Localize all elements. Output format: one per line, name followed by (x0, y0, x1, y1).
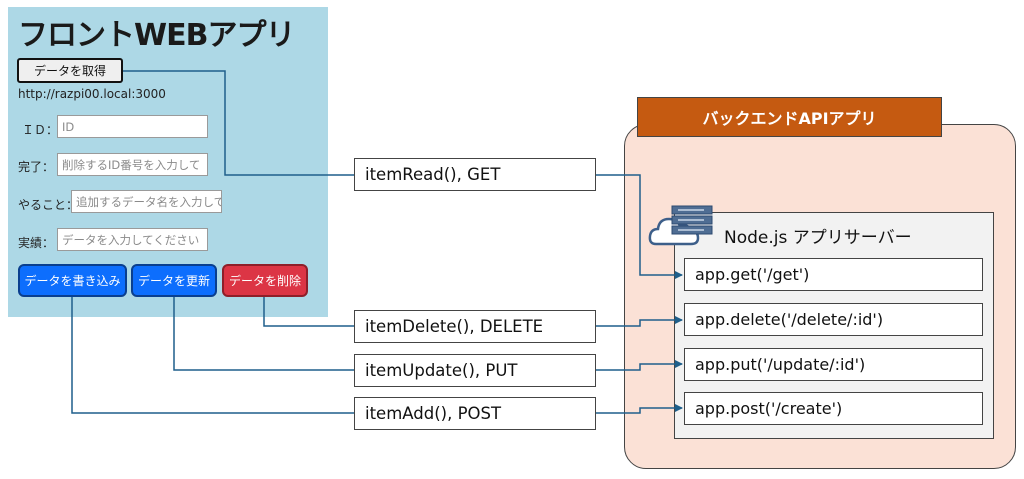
done-label: 完了： (18, 160, 55, 174)
todo-input[interactable]: 追加するデータ名を入力して (71, 190, 222, 213)
add-data-button[interactable]: データを書き込み (18, 264, 127, 297)
wire-read-to-get (596, 174, 683, 279)
route-delete: app.delete('/delete/:id') (684, 303, 983, 336)
wire-update-btn (173, 297, 354, 371)
route-put: app.put('/update/:id') (684, 348, 983, 381)
delete-data-button[interactable]: データを削除 (222, 264, 308, 297)
todo-label: やること： (18, 198, 79, 212)
update-data-button[interactable]: データを更新 (131, 264, 217, 297)
fn-item-add: itemAdd(), POST (354, 397, 596, 430)
wire-add-to-route (596, 404, 683, 414)
fn-item-read: itemRead(), GET (354, 158, 596, 191)
wire-add-btn (71, 297, 354, 414)
result-input[interactable]: データを入力してください (57, 228, 208, 251)
wire-update-to-route (596, 360, 683, 371)
node-server-label: Node.js アプリサーバー (724, 228, 912, 248)
fn-item-update: itemUpdate(), PUT (354, 354, 596, 387)
cloud-server-icon (648, 205, 713, 246)
id-label: ＩＤ： (22, 123, 59, 137)
backend-app-title: バックエンドAPIアプリ (637, 97, 942, 137)
route-get: app.get('/get') (684, 258, 983, 291)
fetch-data-button[interactable]: データを取得 (17, 58, 123, 83)
id-input[interactable]: ID (57, 115, 208, 138)
wire-delete-to-route (596, 316, 683, 327)
done-input[interactable]: 削除するID番号を入力して (57, 153, 208, 176)
wire-fetch-to-read (123, 70, 354, 176)
route-post: app.post('/create') (684, 392, 983, 425)
server-url: http://razpi00.local:3000 (18, 87, 166, 101)
wire-delete-btn (263, 297, 354, 327)
fn-item-delete: itemDelete(), DELETE (354, 310, 596, 343)
front-app-title: フロントWEBアプリ (18, 18, 295, 53)
result-label: 実績： (18, 236, 55, 250)
